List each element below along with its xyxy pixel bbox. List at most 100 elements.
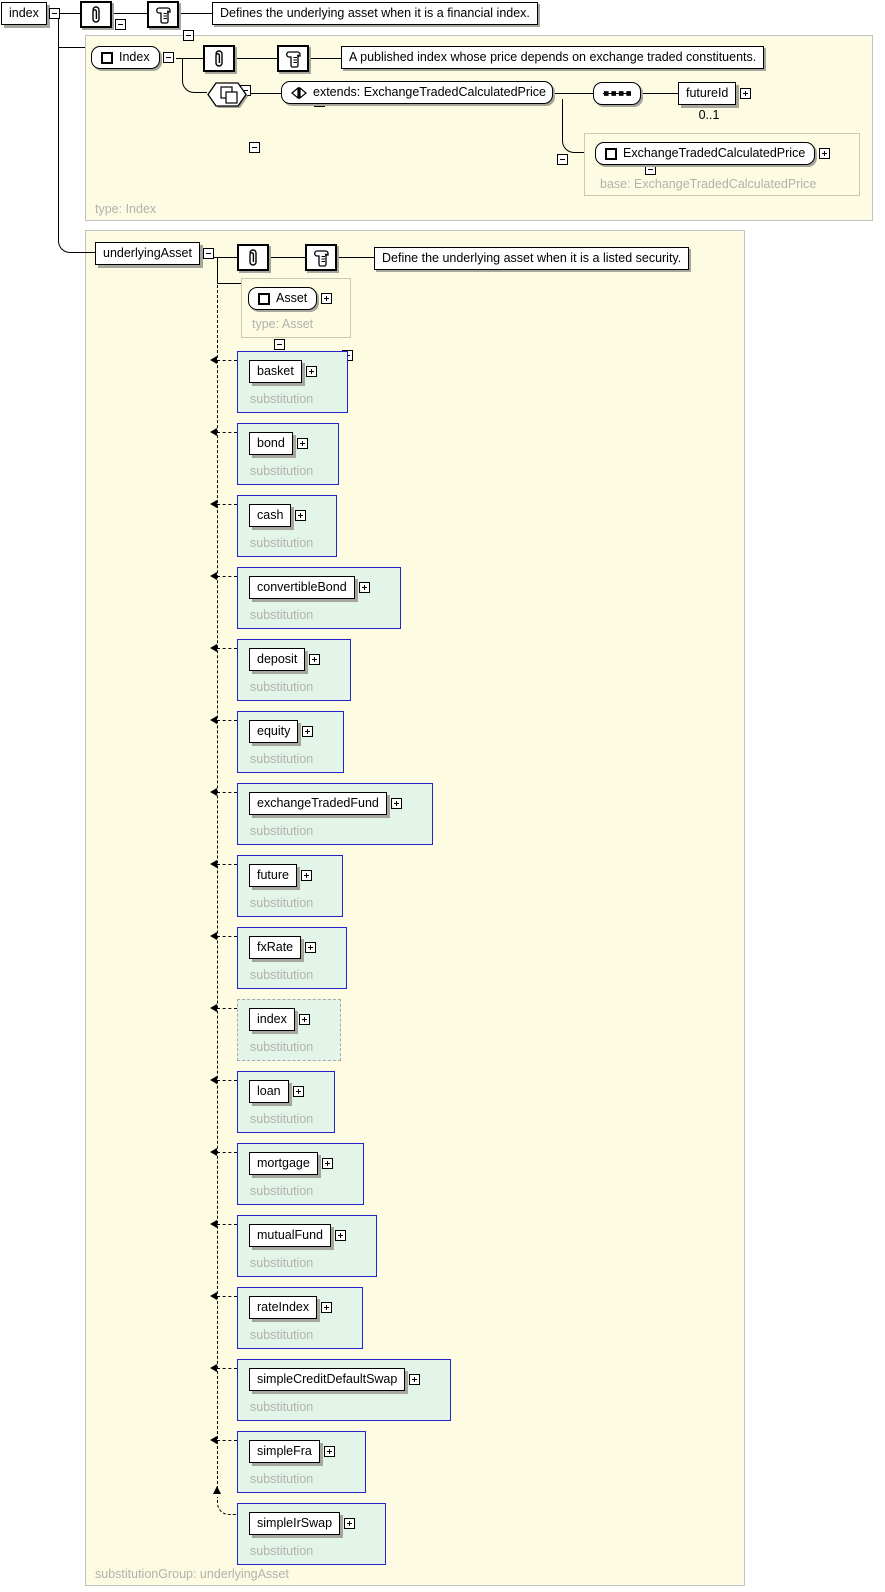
complextype-pill-etcp[interactable]: ExchangeTradedCalculatedPrice — [595, 142, 816, 165]
substitution-box-rateIndex[interactable]: rateIndex substitution — [237, 1287, 364, 1349]
base-type-name: ExchangeTradedCalculatedPrice — [623, 146, 806, 161]
element-box[interactable]: equity — [249, 720, 299, 744]
plus-button[interactable] — [296, 438, 308, 450]
derived-by-icon[interactable] — [207, 82, 249, 112]
substitution-box-simpleCreditDefaultSwap[interactable]: simpleCreditDefaultSwap substitution — [237, 1359, 452, 1421]
substitution-row: exchangeTradedFund — [249, 792, 402, 816]
documentation-box[interactable]: A published index whose price depends on… — [341, 46, 765, 70]
plus-button[interactable] — [409, 1374, 421, 1386]
minus-button[interactable] — [183, 30, 194, 41]
element-underlyingasset[interactable]: underlyingAsset — [95, 242, 200, 266]
element-futureid[interactable]: futureId — [678, 82, 737, 106]
square-icon — [258, 292, 270, 305]
element-box[interactable]: index — [249, 1008, 295, 1032]
paperclip-icon[interactable] — [203, 45, 235, 72]
element-box[interactable]: convertibleBond — [249, 576, 355, 600]
scroll-icon[interactable] — [277, 45, 309, 72]
substitution-box-future[interactable]: future substitution — [237, 855, 343, 917]
plus-button[interactable] — [298, 1014, 310, 1026]
arrow-left-icon — [210, 644, 217, 652]
element-box[interactable]: loan — [249, 1080, 289, 1104]
plus-button[interactable] — [740, 88, 752, 100]
element-box[interactable]: cash — [249, 504, 292, 528]
element-box[interactable]: bond — [249, 432, 293, 456]
element-box[interactable]: exchangeTradedFund — [249, 792, 387, 816]
documentation-box[interactable]: Define the underlying asset when it is a… — [374, 247, 690, 271]
paperclip-icon[interactable] — [237, 244, 269, 271]
type-caption-asset: type: Asset — [252, 317, 314, 331]
scroll-icon[interactable] — [305, 244, 337, 271]
arrow-left-icon — [210, 428, 217, 436]
element-box[interactable]: simpleCreditDefaultSwap — [249, 1368, 406, 1392]
substitution-box-simpleIrSwap[interactable]: simpleIrSwap substitution — [237, 1503, 387, 1565]
substitution-row: loan — [249, 1080, 304, 1104]
arrow-left-icon — [210, 1220, 217, 1228]
element-box[interactable]: deposit — [249, 648, 306, 672]
element-box[interactable]: fxRate — [249, 936, 302, 960]
plus-button[interactable] — [305, 366, 317, 378]
arrow-left-icon — [210, 788, 217, 796]
connector — [45, 13, 80, 14]
element-box[interactable]: simpleFra — [249, 1440, 320, 1464]
plus-button[interactable] — [323, 1446, 335, 1458]
plus-button[interactable] — [300, 870, 312, 882]
substitution-box-cash[interactable]: cash substitution — [237, 495, 338, 557]
plus-button[interactable] — [302, 726, 314, 738]
element-label: deposit — [257, 652, 298, 666]
plus-button[interactable] — [309, 654, 321, 666]
plus-button[interactable] — [819, 148, 831, 159]
minus-button[interactable] — [249, 142, 260, 153]
element-box[interactable]: simpleIrSwap — [249, 1512, 341, 1536]
extends-pill[interactable]: extends: ExchangeTradedCalculatedPrice — [281, 81, 553, 104]
minus-button[interactable] — [115, 19, 126, 30]
minus-button[interactable] — [162, 52, 174, 63]
plus-button[interactable] — [358, 582, 370, 594]
plus-button[interactable] — [321, 1302, 333, 1314]
plus-button[interactable] — [321, 293, 333, 304]
plus-button[interactable] — [390, 798, 402, 810]
connector — [552, 93, 570, 94]
documentation-box[interactable]: Defines the underlying asset when it is … — [212, 2, 538, 26]
element-label: exchangeTradedFund — [257, 796, 379, 810]
minus-button[interactable] — [274, 339, 285, 350]
minus-button[interactable] — [202, 248, 214, 260]
substitution-box-equity[interactable]: equity substitution — [237, 711, 345, 773]
substitution-connector — [217, 360, 237, 361]
plus-button[interactable] — [335, 1230, 347, 1242]
element-index[interactable]: index — [1, 2, 47, 26]
element-box[interactable]: basket — [249, 360, 302, 384]
minus-button[interactable] — [49, 8, 60, 19]
substitution-box-mutualFund[interactable]: mutualFund substitution — [237, 1215, 378, 1277]
plus-button[interactable] — [344, 1518, 356, 1530]
substitution-connector — [217, 504, 237, 505]
element-box[interactable]: rateIndex — [249, 1296, 318, 1320]
sequence-icon[interactable] — [593, 82, 641, 105]
connector-branch-indextype — [58, 47, 85, 48]
plus-button[interactable] — [292, 1086, 304, 1098]
substitution-box-convertibleBond[interactable]: convertibleBond substitution — [237, 567, 401, 629]
substitution-box-loan[interactable]: loan substitution — [237, 1071, 335, 1133]
complextype-pill-asset[interactable]: Asset — [248, 287, 318, 310]
plus-button[interactable] — [295, 510, 307, 522]
element-box[interactable]: mortgage — [249, 1152, 318, 1176]
connector — [310, 58, 341, 59]
connector — [217, 258, 218, 284]
element-box[interactable]: future — [249, 864, 297, 888]
plus-button[interactable] — [321, 1158, 333, 1170]
scroll-icon[interactable] — [147, 1, 179, 28]
paperclip-icon[interactable] — [80, 1, 112, 28]
substitution-box-index[interactable]: index substitution — [237, 999, 341, 1061]
arrow-left-icon — [210, 572, 217, 580]
substitution-box-bond[interactable]: bond substitution — [237, 423, 339, 485]
substitution-box-deposit[interactable]: deposit substitution — [237, 639, 352, 701]
substitution-box-mortgage[interactable]: mortgage substitution — [237, 1143, 364, 1205]
substitution-box-simpleFra[interactable]: simpleFra substitution — [237, 1431, 366, 1493]
substitution-box-fxRate[interactable]: fxRate substitution — [237, 927, 348, 989]
complextype-pill-index[interactable]: Index — [91, 46, 160, 69]
element-box[interactable]: mutualFund — [249, 1224, 332, 1248]
substitution-box-exchangeTradedFund[interactable]: exchangeTradedFund substitution — [237, 783, 433, 845]
minus-button[interactable] — [557, 154, 568, 165]
plus-button[interactable] — [305, 942, 317, 954]
substitution-box-basket[interactable]: basket substitution — [237, 351, 348, 413]
substitution-row: equity — [249, 720, 314, 744]
